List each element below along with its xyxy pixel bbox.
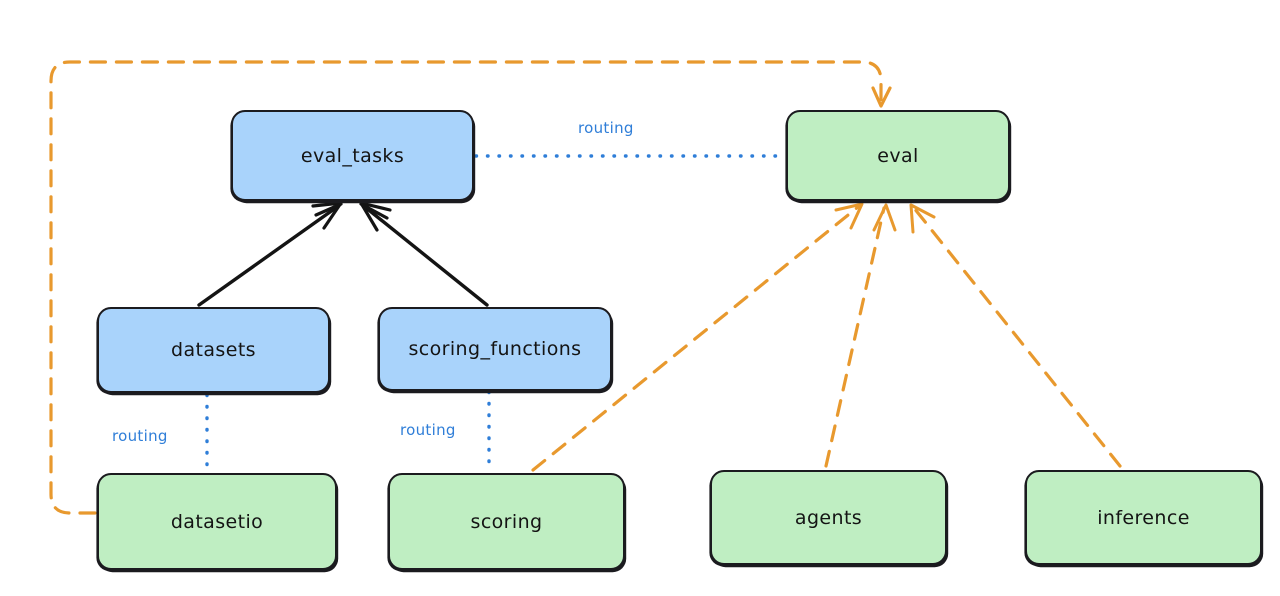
arrowhead-datasetio-eval (871, 86, 892, 108)
arrowhead-agents-eval (872, 203, 897, 232)
node-label-inference: inference (1097, 506, 1190, 529)
edge-path-agents-eval (824, 206, 886, 468)
node-label-scoring-functions: scoring_functions (408, 338, 582, 360)
node-label-eval: eval (877, 144, 919, 167)
edge-path-scoring-eval (531, 205, 860, 472)
node-scoring[interactable]: scoring (388, 473, 625, 570)
node-label-scoring: scoring (470, 510, 543, 533)
edge-path-datasets-eval_tasks (197, 205, 339, 307)
edge-label-routing-datasets-datasetio: routing (112, 427, 168, 445)
edge-label-routing-scoring-functions-scoring: routing (400, 421, 456, 439)
node-eval[interactable]: eval (786, 110, 1010, 201)
node-datasetio[interactable]: datasetio (97, 473, 337, 570)
edge-inference-eval (909, 203, 1122, 468)
node-scoring-functions[interactable]: scoring_functions (378, 307, 612, 391)
edge-datasetio-eval (49, 60, 892, 515)
edge-path-inference-eval (912, 206, 1122, 468)
edge-datasets-eval_tasks (197, 201, 343, 307)
node-label-eval-tasks: eval_tasks (300, 144, 405, 167)
edge-label-routing-eval-tasks-eval: routing (578, 119, 634, 137)
node-inference[interactable]: inference (1025, 470, 1262, 565)
node-label-datasets: datasets (171, 339, 256, 361)
edge-scoringfn-eval_tasks (359, 201, 489, 307)
node-label-agents: agents (794, 506, 863, 529)
node-agents[interactable]: agents (710, 470, 947, 565)
node-datasets[interactable]: datasets (97, 307, 330, 393)
arrowhead-scoring-eval (834, 202, 864, 230)
edge-path-datasetio-eval (49, 60, 883, 515)
node-label-datasetio: datasetio (170, 510, 264, 533)
arrowhead-barb-datasets (314, 202, 343, 217)
node-eval-tasks[interactable]: eval_tasks (231, 110, 474, 201)
arrowhead-barb-scoringfn (359, 202, 389, 220)
arrowhead-inference-eval (909, 203, 936, 234)
edge-path-scoringfn-eval_tasks (363, 205, 489, 307)
edge-scoring-eval (531, 202, 864, 472)
edge-agents-eval (824, 203, 897, 468)
